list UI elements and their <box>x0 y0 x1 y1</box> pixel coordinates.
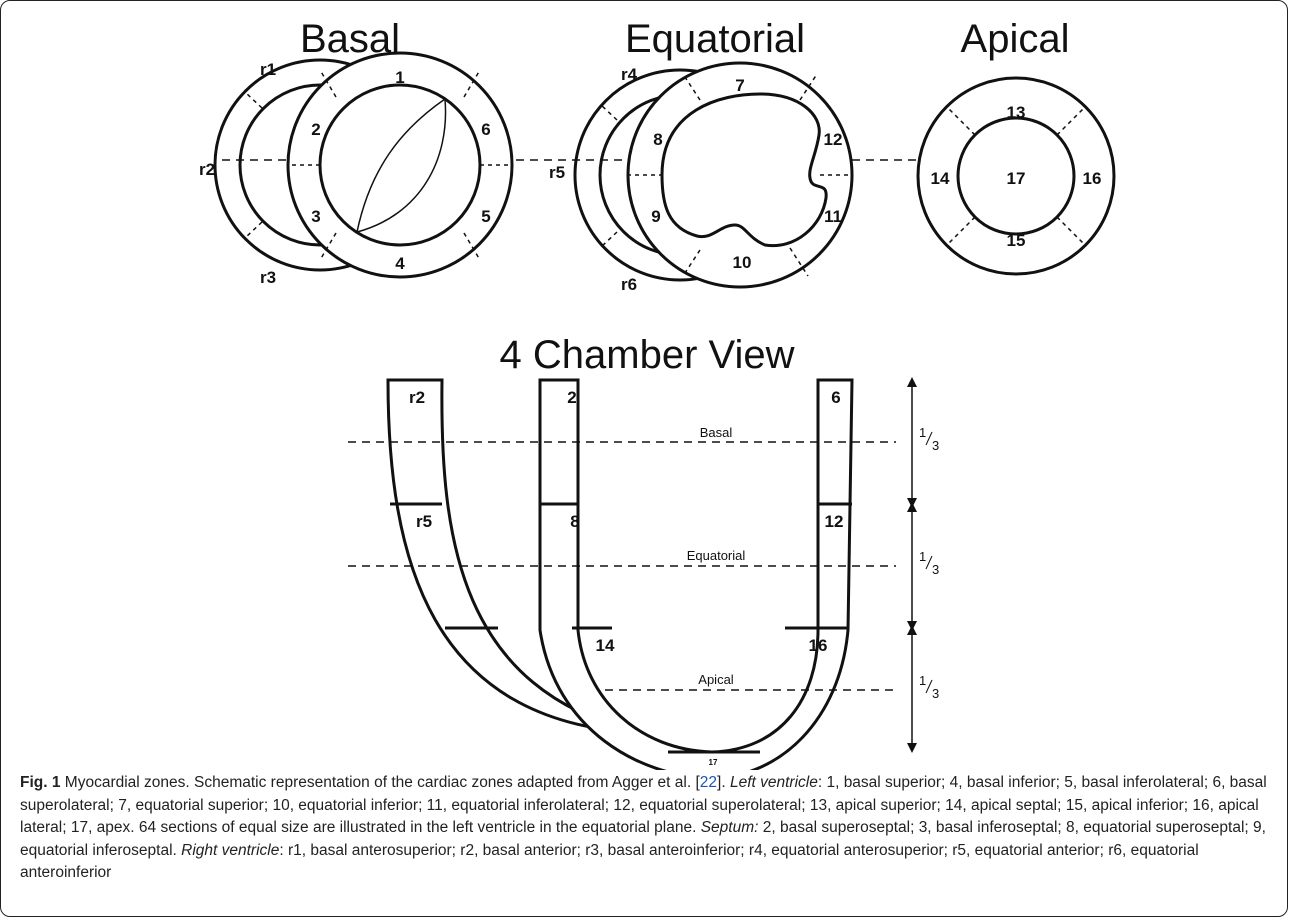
chamber-label-8: 8 <box>570 512 579 531</box>
svg-text:1: 1 <box>919 673 926 688</box>
equatorial-label-7: 7 <box>735 76 744 95</box>
basal-lens-curve-right <box>356 98 447 233</box>
cardiac-zones-diagram: Basal Equatorial Apical 1 2 3 4 5 6 r1 r… <box>199 17 1116 770</box>
svg-text:3: 3 <box>932 562 939 577</box>
svg-text:1: 1 <box>919 425 926 440</box>
third-fraction-equatorial: 1 3 <box>919 549 939 577</box>
basal-label-2: 2 <box>311 120 320 139</box>
chamber-rv-wall <box>386 378 641 735</box>
equatorial-section <box>573 61 854 289</box>
caption-septum: Septum: <box>700 819 759 836</box>
equatorial-label-9: 9 <box>651 207 660 226</box>
chamber-view-title: 4 Chamber View <box>500 333 795 377</box>
chamber-label-2: 2 <box>567 388 576 407</box>
basal-lens-curve-left <box>356 98 446 233</box>
equatorial-label-8: 8 <box>653 130 662 149</box>
equatorial-segment-dividers <box>599 73 852 277</box>
equatorial-label-10: 10 <box>733 253 752 272</box>
equatorial-label-r4: r4 <box>621 65 638 84</box>
equatorial-label-11: 11 <box>824 207 842 226</box>
apical-inner-ring <box>956 116 1076 236</box>
equatorial-lv-cavity <box>660 92 828 248</box>
apical-label-17: 17 <box>1007 169 1026 188</box>
chamber-equatorial-label: Equatorial <box>687 548 746 563</box>
equatorial-title: Equatorial <box>625 17 805 61</box>
caption-text-2: ]. <box>717 774 730 791</box>
caption-text-3: : 1, basal superior; 4, basal inferior; … <box>20 774 1267 836</box>
svg-text:3: 3 <box>932 438 939 453</box>
chamber-lv-wall <box>538 378 854 770</box>
chamber-view-section <box>386 378 854 770</box>
third-fraction-basal: 1 3 <box>919 425 939 453</box>
basal-label-4: 4 <box>395 254 405 273</box>
chamber-label-12: 12 <box>825 512 844 531</box>
chamber-segment-dividers <box>390 502 852 754</box>
equatorial-label-r5: r5 <box>549 163 565 182</box>
apical-label-13: 13 <box>1007 103 1026 122</box>
caption-reference-link[interactable]: 22 <box>699 774 718 791</box>
chamber-label-r2: r2 <box>409 388 425 407</box>
chamber-label-6: 6 <box>831 388 840 407</box>
apical-label-16: 16 <box>1083 169 1102 188</box>
chamber-label-14: 14 <box>596 636 615 655</box>
basal-label-5: 5 <box>481 207 490 226</box>
apical-label-15: 15 <box>1007 231 1026 250</box>
apical-label-14: 14 <box>931 169 950 188</box>
basal-label-6: 6 <box>481 120 490 139</box>
caption-fig-label: Fig. 1 <box>20 774 61 791</box>
equatorial-label-12: 12 <box>824 130 843 149</box>
svg-text:3: 3 <box>932 686 939 701</box>
caption-left-ventricle: Left ventricle <box>729 774 818 791</box>
third-fraction-apical: 1 3 <box>919 673 939 701</box>
basal-section <box>213 51 514 279</box>
apical-title: Apical <box>961 17 1070 61</box>
chamber-label-16: 16 <box>809 636 828 655</box>
chamber-basal-label: Basal <box>700 425 733 440</box>
caption-right-ventricle: Right ventricle <box>181 841 280 859</box>
caption-text-4: 2, basal superoseptal; 3, basal inferose… <box>20 819 1266 859</box>
basal-label-1: 1 <box>395 68 404 87</box>
basal-lv-inner-ring <box>318 83 482 247</box>
chamber-label-17: 17 <box>709 758 718 767</box>
equatorial-label-r6: r6 <box>621 275 637 294</box>
basal-label-3: 3 <box>311 207 320 226</box>
caption-text-5: : r1, basal anterosuperior; r2, basal an… <box>20 841 1199 882</box>
basal-label-r1: r1 <box>260 60 276 79</box>
figure-caption: Fig. 1 Myocardial zones. Schematic repre… <box>20 772 1270 885</box>
basal-segment-dividers <box>244 69 512 261</box>
basal-label-r2: r2 <box>199 160 215 179</box>
chamber-apical-label: Apical <box>698 672 734 687</box>
caption-text-1: Myocardial zones. Schematic representati… <box>60 774 700 791</box>
svg-text:1: 1 <box>919 549 926 564</box>
apical-segment-dividers <box>946 106 1086 246</box>
basal-label-r3: r3 <box>260 268 276 287</box>
chamber-label-r5: r5 <box>416 512 432 531</box>
